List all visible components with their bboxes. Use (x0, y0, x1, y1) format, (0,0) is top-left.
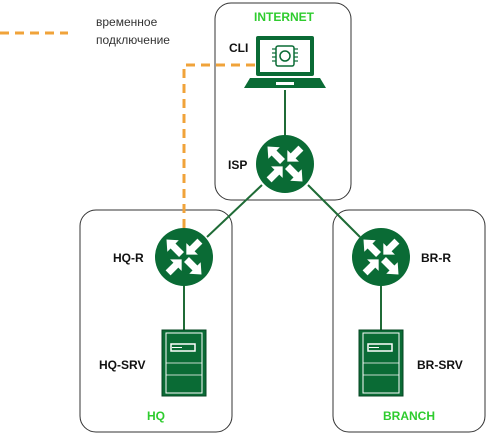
zone-branch-label: BRANCH (383, 409, 435, 423)
hq-srv-label: HQ-SRV (99, 358, 145, 372)
br-r-label: BR-R (421, 251, 451, 265)
router-icon[interactable] (351, 227, 411, 287)
legend-text-line2: подключение (96, 33, 170, 47)
server-icon[interactable] (161, 329, 207, 397)
laptop-icon[interactable] (244, 36, 326, 88)
link-isp-brr (307, 184, 361, 238)
zone-hq-label: HQ (147, 409, 165, 423)
hq-r-label: HQ-R (113, 251, 144, 265)
router-icon[interactable] (255, 134, 315, 194)
zone-internet-box (214, 2, 352, 201)
zone-branch-box (332, 209, 486, 433)
temp-link-cli-hqr (182, 63, 255, 230)
zone-hq-box (79, 209, 233, 433)
server-icon[interactable] (358, 329, 404, 397)
link-isp-hqr (206, 184, 263, 238)
br-srv-label: BR-SRV (417, 358, 463, 372)
isp-label: ISP (228, 158, 247, 172)
router-icon[interactable] (154, 227, 214, 287)
zone-internet-label: INTERNET (254, 10, 315, 24)
legend-text-line1: временное (96, 15, 158, 29)
cli-label: CLI (229, 41, 248, 55)
